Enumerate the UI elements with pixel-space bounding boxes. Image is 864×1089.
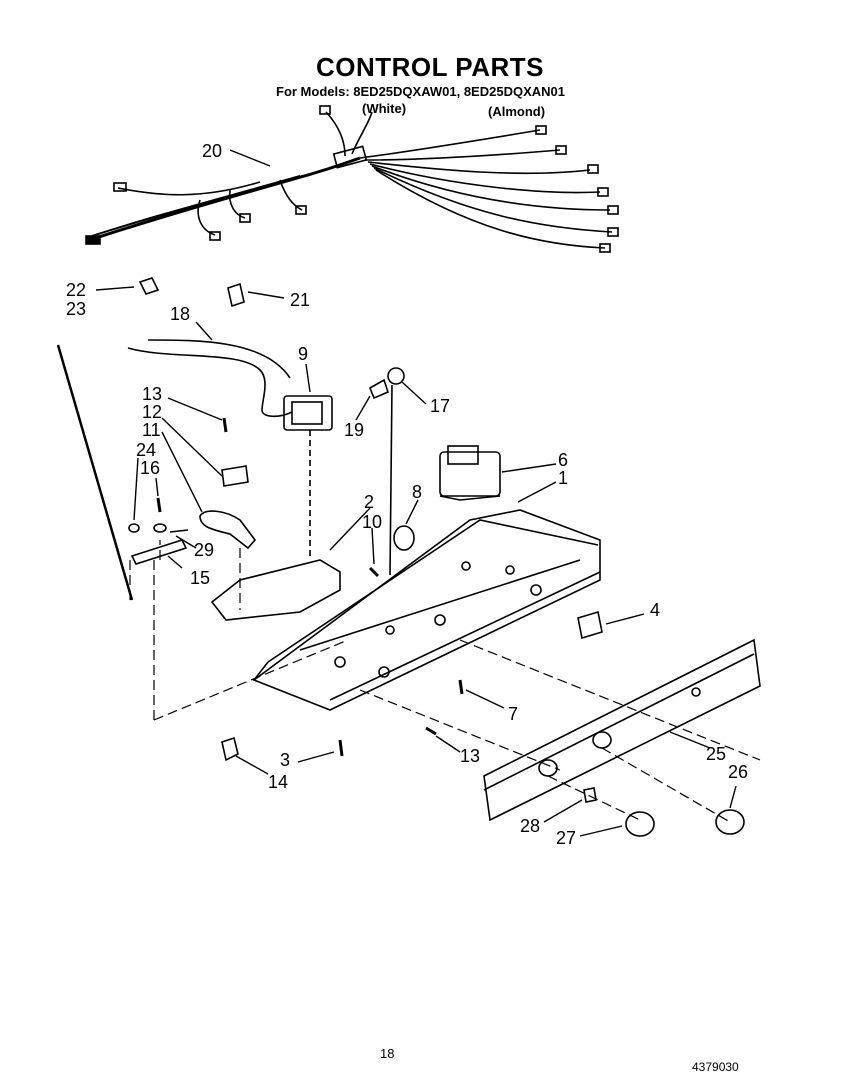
- grommet-8: [393, 525, 415, 551]
- callout-19: 19: [344, 420, 364, 440]
- clip-14: [221, 736, 239, 762]
- callout-labels: 20 22 23 21 18 9 13 12 11 24 16 17 19 6 …: [66, 141, 748, 848]
- callout-15: 15: [190, 568, 210, 588]
- callout-10: 10: [362, 512, 382, 532]
- variant-almond: (Almond): [488, 104, 546, 119]
- bracket-2: [210, 559, 341, 621]
- callout-27: 27: [556, 828, 576, 848]
- screw-10: [368, 566, 380, 578]
- light-socket-17: [387, 367, 405, 385]
- callout-11: 11: [142, 420, 161, 440]
- callout-23: 23: [66, 299, 86, 319]
- callout-28: 28: [520, 816, 540, 836]
- clip-22: [138, 277, 160, 295]
- callout-17: 17: [430, 396, 450, 416]
- thermostat-9: [283, 395, 333, 560]
- callout-1: 1: [558, 468, 568, 488]
- callout-20: 20: [202, 141, 222, 161]
- washer-24: [128, 523, 140, 533]
- callout-3: 3: [280, 750, 290, 770]
- knob-27: [625, 811, 655, 837]
- callout-22: 22: [66, 280, 86, 300]
- callout-25: 25: [706, 744, 726, 764]
- callout-6: 6: [558, 450, 568, 470]
- rod-23: [56, 344, 134, 601]
- callout-13: 13: [142, 384, 162, 404]
- callout-7: 7: [508, 704, 518, 724]
- clip-28: [583, 787, 597, 803]
- callout-18: 18: [170, 304, 190, 324]
- bracket-21: [227, 282, 245, 308]
- screw-7: [458, 679, 464, 695]
- screw-3: [338, 739, 344, 757]
- page-number: 18: [380, 1046, 395, 1061]
- callout-24: 24: [136, 440, 156, 460]
- callout-8: 8: [412, 482, 422, 502]
- control-shaft-11: [199, 510, 257, 550]
- callout-9: 9: [298, 344, 308, 364]
- control-panel-25: [483, 638, 761, 822]
- light-bulb-19: [368, 378, 389, 400]
- wiring-harness: [85, 105, 619, 253]
- variant-white: (White): [362, 101, 407, 116]
- callout-29: 29: [194, 540, 214, 560]
- defrost-timer-6: [439, 445, 501, 501]
- page-title: CONTROL PARTS: [316, 52, 544, 82]
- models-line: For Models: 8ED25DQXAW01, 8ED25DQXAN01: [276, 84, 565, 99]
- callout-16: 16: [140, 458, 160, 478]
- callout-14: 14: [268, 772, 288, 792]
- knob-26: [715, 809, 745, 835]
- callout-26: 26: [728, 762, 748, 782]
- callout-4: 4: [650, 600, 660, 620]
- screw-13-lower: [425, 726, 437, 736]
- bracket-12: [221, 465, 249, 487]
- callout-21: 21: [290, 290, 310, 310]
- lever-15: [130, 539, 188, 565]
- callout-12: 12: [142, 402, 162, 422]
- callout-2: 2: [364, 492, 374, 512]
- screw-16: [156, 497, 162, 513]
- control-housing-1: [252, 509, 601, 711]
- capillary-tube-18: [127, 347, 293, 418]
- switch-4: [577, 610, 603, 640]
- callout-13-lower: 13: [460, 746, 480, 766]
- document-number: 4379030: [692, 1060, 739, 1074]
